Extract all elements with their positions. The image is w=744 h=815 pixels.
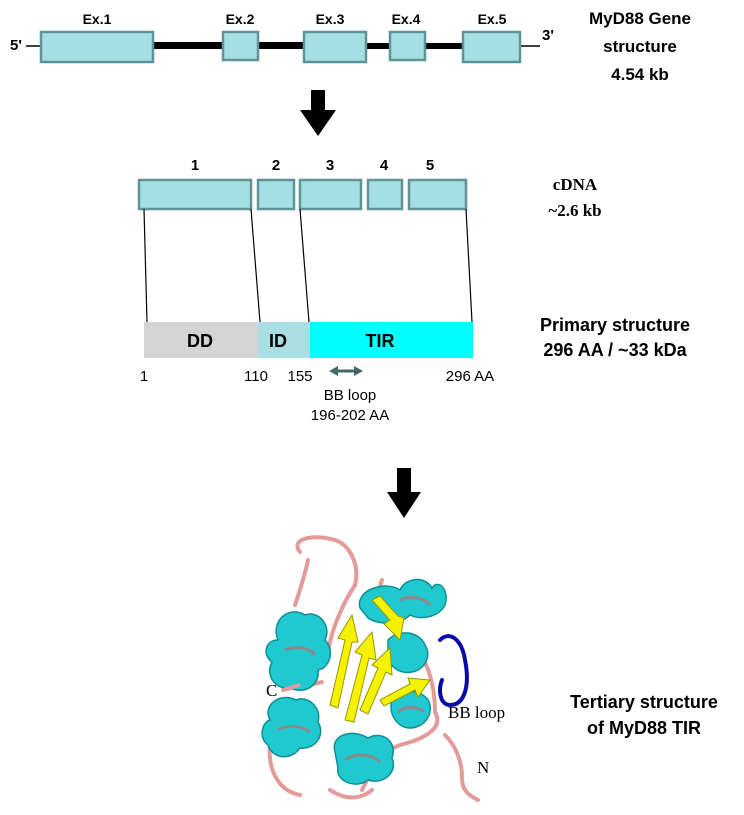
intron-2 <box>258 42 304 49</box>
cdna-number-1: 1 <box>191 157 199 174</box>
exon-label-2: Ex.2 <box>226 11 255 27</box>
cdna-exon-2 <box>256 178 296 211</box>
intron-3 <box>366 43 390 49</box>
domain-label-tir: TIR <box>366 331 395 351</box>
five-prime-label: 5' <box>10 37 22 54</box>
exon-box-5 <box>461 30 522 64</box>
down-arrow-icon <box>300 90 336 136</box>
primary-label-line1: Primary structure <box>540 315 690 335</box>
cdna-label-line1: cDNA <box>553 175 598 194</box>
gene-title-line2: structure <box>603 37 677 56</box>
bb-loop-range: 196-202 AA <box>311 407 389 424</box>
exon-box-1 <box>39 30 155 64</box>
exon-box-4 <box>388 30 427 62</box>
n-terminus-label: N <box>477 758 489 777</box>
cdna-number-4: 4 <box>380 157 389 174</box>
cdna-exon-5 <box>407 178 468 211</box>
exon-label-4: Ex.4 <box>392 11 421 27</box>
map-line-1 <box>143 208 148 323</box>
gene-title-line1: MyD88 Gene <box>589 9 691 28</box>
sheet-regions <box>329 595 431 723</box>
cdna-number-2: 2 <box>272 157 280 174</box>
cdna-number-3: 3 <box>326 157 334 174</box>
mapping-lines <box>143 208 473 323</box>
cdna-exon-1 <box>137 178 253 211</box>
position-1: 1 <box>140 368 148 385</box>
helix-regions <box>261 578 447 785</box>
bb-loop-label: BB loop <box>324 387 377 404</box>
position-110: 110 <box>244 368 268 385</box>
intron-1 <box>152 42 224 49</box>
domain-label-dd: DD <box>187 331 213 351</box>
c-terminus-tail <box>282 683 301 692</box>
domain-id <box>258 322 310 358</box>
bb-loop-ribbon-label: BB loop <box>448 703 505 722</box>
tertiary-label-line2: of MyD88 TIR <box>587 718 701 738</box>
domain-label-id: ID <box>269 331 287 351</box>
domain-dd <box>144 322 258 358</box>
gene-structure: 5' 3' Ex.1 Ex.2 Ex.3 Ex.4 Ex.5 MyD88 Gen… <box>10 9 691 84</box>
map-line-4 <box>465 208 473 323</box>
tir-ribbon-structure: C N BB loop <box>261 535 505 802</box>
exon-box-2 <box>221 30 260 62</box>
exon-label-1: Ex.1 <box>83 11 112 27</box>
down-arrow-icon <box>387 468 421 518</box>
cdna-structure: 1 2 3 4 5 cDNA ~2.6 kb <box>137 157 602 220</box>
three-prime-label: 3' <box>542 27 554 44</box>
intron-4 <box>425 43 463 49</box>
primary-structure: DD ID TIR 1 110 155 296 AA BB loop 196-2… <box>140 315 690 424</box>
exon-box-3 <box>302 30 368 64</box>
cdna-label-line2: ~2.6 kb <box>548 201 601 220</box>
bb-loop-ribbon <box>438 634 469 708</box>
primary-label-line2: 296 AA / ~33 kDa <box>543 340 687 360</box>
cdna-exon-4 <box>366 178 404 211</box>
cdna-number-5: 5 <box>426 157 434 174</box>
domain-tir <box>310 322 473 358</box>
cdna-exon-3 <box>298 178 363 211</box>
double-arrow-icon <box>329 366 363 376</box>
c-terminus-label: C <box>266 681 277 700</box>
tertiary-label-line1: Tertiary structure <box>570 692 718 712</box>
position-296: 296 AA <box>446 368 494 385</box>
gene-title-line3: 4.54 kb <box>611 65 669 84</box>
map-line-2 <box>250 208 261 323</box>
exon-label-3: Ex.3 <box>316 11 345 27</box>
exon-label-5: Ex.5 <box>478 11 507 27</box>
map-line-3 <box>299 208 310 323</box>
position-155: 155 <box>287 368 312 385</box>
